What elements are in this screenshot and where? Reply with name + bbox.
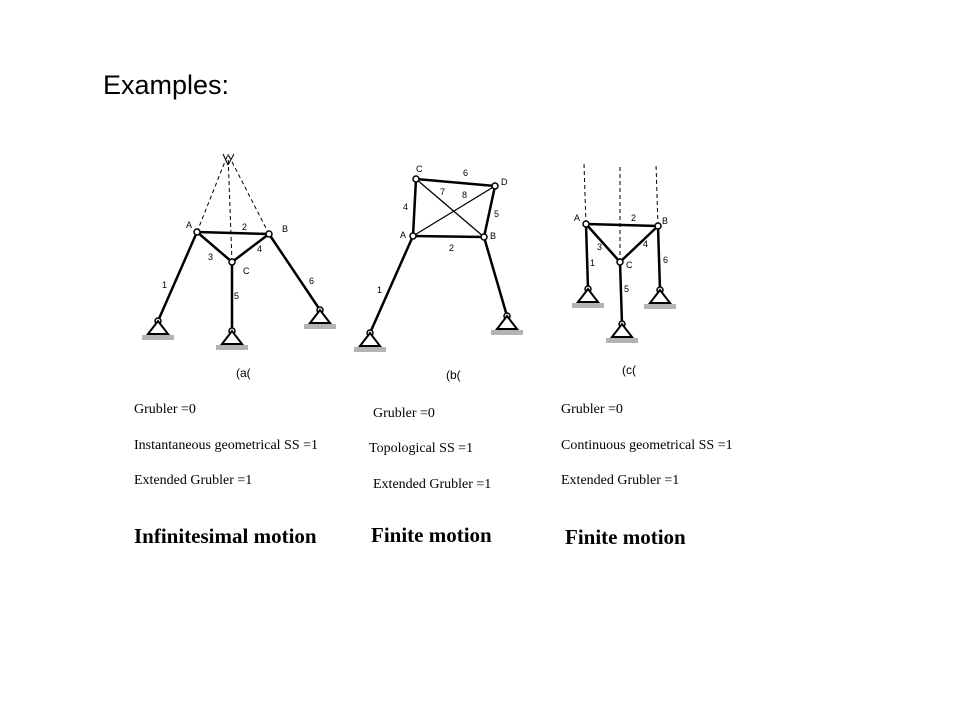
dashed-extension-line [196, 153, 229, 233]
joint-label: B [662, 216, 668, 226]
motion-type: Finite motion [371, 523, 492, 547]
link-label: 1 [590, 258, 595, 268]
link-ground [482, 236, 509, 317]
extended-grubler: Extended Grubler =1 [561, 473, 680, 488]
diagram-caption: (a( [236, 366, 251, 380]
joint-label: D [501, 177, 508, 187]
diagram-caption: (b( [446, 368, 461, 382]
joint-c [228, 258, 236, 266]
diagram-caption: (c( [622, 363, 636, 377]
joint-a [582, 220, 590, 228]
apex-mark [222, 153, 229, 166]
link-7 [415, 178, 485, 238]
link-2 [196, 230, 270, 236]
ground-support [491, 312, 523, 335]
link-6 [656, 225, 662, 291]
page-title: Examples: [103, 70, 230, 100]
link-label: 6 [663, 255, 668, 265]
diagram-a [142, 153, 336, 350]
joint-c [412, 175, 420, 183]
ground-support [216, 327, 248, 350]
link-4 [619, 225, 659, 263]
ss-description: Instantaneous geometrical SS =1 [134, 438, 319, 453]
link-label: 8 [462, 190, 467, 200]
dashed-extension-line [227, 153, 233, 263]
link-label: 4 [257, 244, 262, 254]
dashed-extension-line [227, 153, 270, 235]
joint-label: B [490, 231, 496, 241]
link-label: 5 [234, 291, 239, 301]
link-2 [412, 234, 485, 239]
link-3 [196, 231, 233, 263]
link-label: 3 [208, 252, 213, 262]
grubler-count: Grubler =0 [373, 406, 435, 421]
grubler-count: Grubler =0 [561, 402, 623, 417]
ground-support [354, 329, 386, 352]
link-label: 7 [440, 187, 445, 197]
ground-support [606, 320, 638, 343]
joint-b [265, 230, 273, 238]
joint-a [193, 228, 201, 236]
extended-grubler: Extended Grubler =1 [134, 473, 253, 488]
diagram-c [572, 163, 676, 343]
link-4 [231, 233, 270, 263]
diagram-b [354, 175, 523, 352]
link-label: 1 [377, 285, 382, 295]
link-5 [618, 261, 624, 325]
link-1 [368, 235, 415, 334]
grubler-count: Grubler =0 [134, 402, 196, 417]
apex-mark [227, 153, 235, 166]
ground-support [142, 317, 174, 340]
joint-label: A [400, 230, 406, 240]
motion-type: Infinitesimal motion [134, 524, 317, 548]
labels-b: A B C D 1 2 4 5 6 7 8 [377, 164, 508, 295]
joint-b [480, 233, 488, 241]
link-label: 4 [403, 202, 408, 212]
ground-support [572, 285, 604, 308]
link-6 [415, 177, 496, 188]
joint-label: C [416, 164, 423, 174]
joint-b [654, 222, 662, 230]
joint-c [616, 258, 624, 266]
joint-label: B [282, 224, 288, 234]
ground-support [644, 286, 676, 309]
dashed-extension-line [655, 163, 659, 227]
link-1 [584, 223, 590, 290]
link-2 [585, 222, 659, 228]
ground-support [304, 306, 336, 329]
joint-label: C [243, 266, 250, 276]
link-4 [411, 178, 418, 237]
link-label: 2 [449, 243, 454, 253]
ss-description: Continuous geometrical SS =1 [561, 438, 733, 453]
extended-grubler: Extended Grubler =1 [373, 477, 492, 492]
ss-description: Topological SS =1 [369, 441, 474, 456]
labels-a: A B C 1 2 3 4 5 6 [162, 220, 314, 301]
joint-label: A [574, 213, 580, 223]
joint-a [409, 232, 417, 240]
motion-type: Finite motion [565, 525, 686, 549]
link-label: 3 [597, 242, 602, 252]
link-label: 2 [242, 222, 247, 232]
link-label: 2 [631, 213, 636, 223]
joint-d [491, 182, 499, 190]
link-label: 5 [624, 284, 629, 294]
link-label: 6 [463, 168, 468, 178]
link-6 [267, 233, 322, 311]
joint-label: A [186, 220, 192, 230]
link-3 [585, 223, 621, 263]
dashed-extension-line [583, 163, 587, 225]
link-label: 1 [162, 280, 167, 290]
link-label: 6 [309, 276, 314, 286]
joint-label: C [626, 260, 633, 270]
labels-c: A B C 1 2 3 4 5 6 [574, 213, 668, 294]
link-1 [156, 231, 199, 322]
link-label: 5 [494, 209, 499, 219]
link-5 [482, 185, 497, 238]
link-label: 4 [643, 239, 648, 249]
link-8 [412, 185, 496, 237]
